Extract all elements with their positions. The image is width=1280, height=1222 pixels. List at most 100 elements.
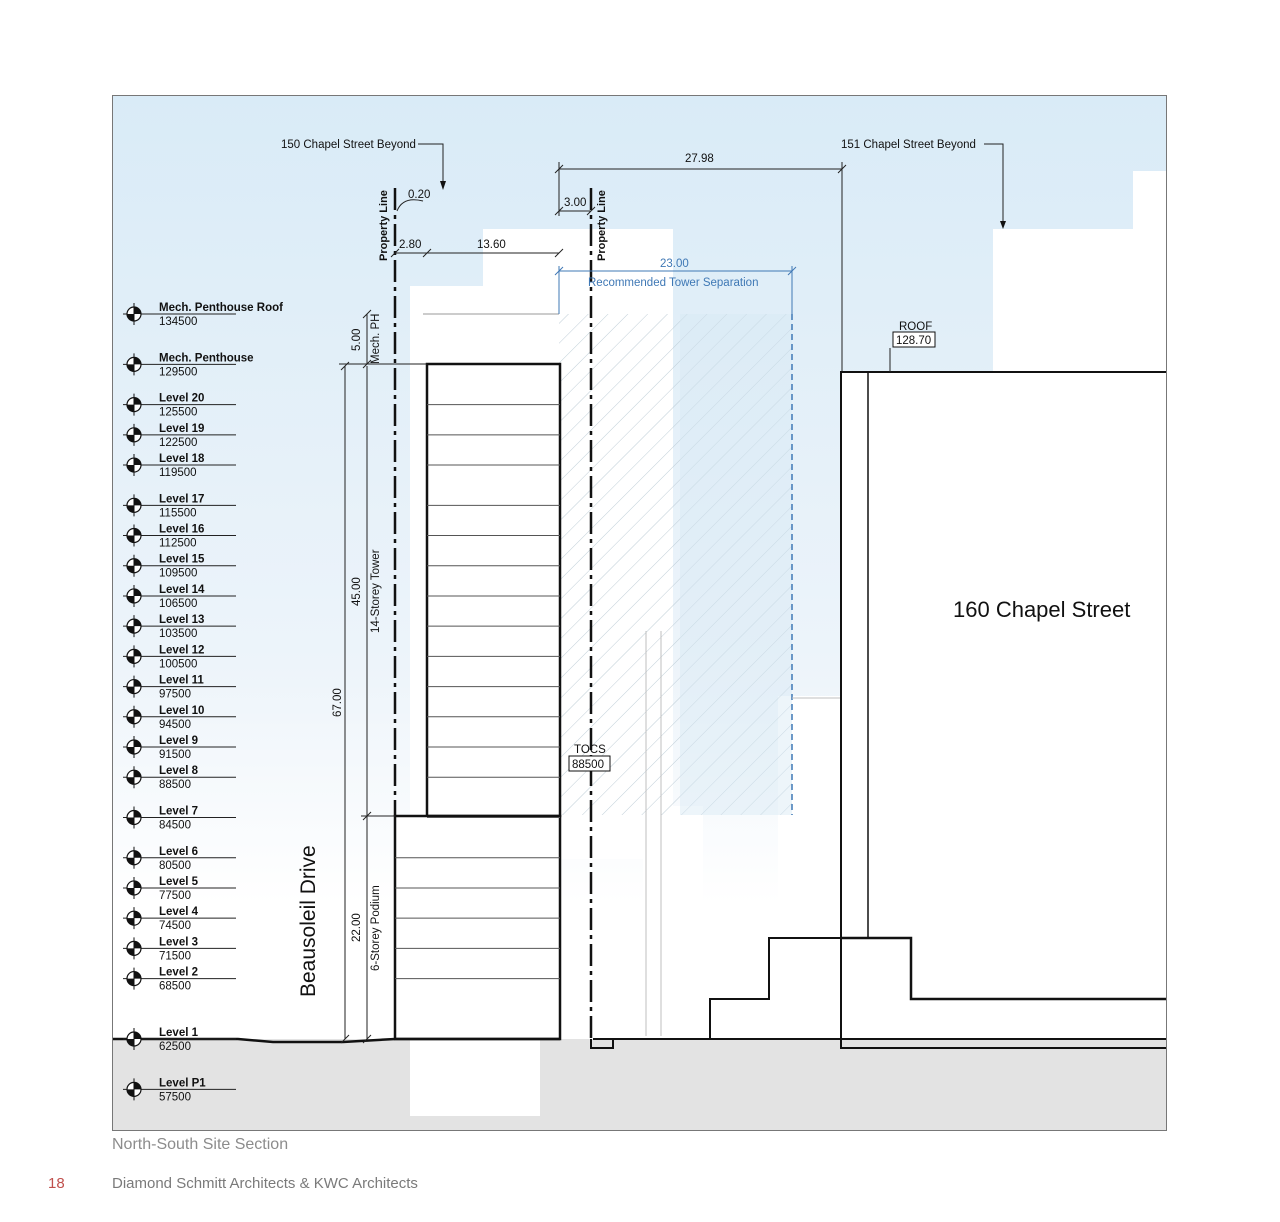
level-marker: Level 7 84500 [123,805,236,831]
tocs-tag-value: 88500 [572,759,604,771]
tocs-tag-box [568,755,611,772]
dim-tower-height: 45.00 [351,577,363,606]
level-elevation: 109500 [159,568,197,580]
level-elevation: 84500 [159,819,191,831]
east-beyond-label: 151 Chapel Street Beyond [841,139,976,151]
level-marker: Level 6 80500 [123,846,236,872]
level-name: Level 3 [159,936,198,948]
level-name: Level 1 [159,1027,199,1039]
roof-tag-label: ROOF [899,321,932,333]
dim-tower-width: 13.60 [477,239,506,251]
level-elevation: 77500 [159,890,191,902]
level-marker: Level P1 57500 [123,1077,236,1103]
level-name: Level 18 [159,453,205,465]
level-elevation: 68500 [159,981,191,993]
level-name: Level 4 [159,906,199,918]
level-elevation: 94500 [159,719,191,731]
property-lines [393,188,593,1039]
level-elevation: 115500 [159,507,197,519]
level-name: Level 12 [159,644,204,656]
level-elevation: 97500 [159,689,191,701]
roof-tag-value: 128.70 [896,335,931,347]
level-elevation: 57500 [159,1091,191,1103]
level-name: Level 10 [159,705,204,717]
footer-firm: Diamond Schmitt Architects & KWC Archite… [112,1175,418,1192]
tower-separation-zone [559,314,792,815]
subject-building [393,362,562,1041]
level-marker: Level 1 62500 [123,1027,236,1053]
level-elevation: 100500 [159,658,197,670]
level-elevation: 74500 [159,920,191,932]
tower-block [425,362,562,818]
separation-label: Recommended Tower Separation [588,277,758,289]
level-marker: Level 15 109500 [123,554,236,580]
dim-total-height: 67.00 [332,688,344,717]
level-elevation: 129500 [159,366,197,378]
level-marker: Level 8 88500 [123,765,236,791]
tocs-tag-label: TOCS [574,744,606,756]
level-elevation: 91500 [159,749,191,761]
level-marker: Level 16 112500 [123,524,236,550]
level-marker: Level 10 94500 [123,705,236,731]
level-elevation: 71500 [159,950,191,962]
level-elevation: 106500 [159,598,197,610]
figure-caption: North-South Site Section [112,1136,289,1153]
level-elevation: 112500 [159,538,197,550]
level-marker: Level 4 74500 [123,906,236,932]
level-elevation: 119500 [159,467,197,479]
ground-fill [113,1039,1166,1130]
level-elevation: 62500 [159,1041,191,1053]
dim-mech-ph-height: 5.00 [351,329,363,351]
level-marker: Mech. Penthouse Roof 134500 [123,302,283,328]
level-name: Level 20 [159,393,204,405]
level-name: Level 19 [159,423,204,435]
dim-setback-east: 3.00 [564,197,586,209]
chapel-160-label: 160 Chapel Street [953,597,1130,622]
level-elevation: 125500 [159,407,197,419]
level-name: Mech. Penthouse Roof [159,302,283,314]
dim-setback-west: 0.20 [408,189,430,201]
level-name: Level 9 [159,735,198,747]
level-elevation: 88500 [159,779,191,791]
level-marker: Level 18 119500 [123,453,236,479]
level-name: Level 13 [159,614,204,626]
level-marker: Level 11 97500 [123,675,236,701]
level-marker: Level 12 100500 [123,644,236,670]
level-name: Level 6 [159,846,198,858]
level-marker: Level 19 122500 [123,423,236,449]
level-elevation: 103500 [159,628,197,640]
level-elevation: 80500 [159,860,191,872]
level-elevation: 134500 [159,316,197,328]
page-number: 18 [48,1175,65,1192]
level-name: Level 7 [159,805,198,817]
dim-podium-offset: 2.80 [399,239,421,251]
level-marker: Level 17 115500 [123,493,236,519]
level-name: Level P1 [159,1077,206,1089]
property-line-label-east: Property Line [596,190,608,261]
dim-overall: 27.98 [685,153,714,165]
podium-label: 6-Storey Podium [370,885,382,971]
tower-label: 14-Storey Tower [370,549,382,633]
dim-podium-height: 22.00 [351,913,363,942]
level-name: Level 14 [159,584,205,596]
property-line-label-west: Property Line [378,190,390,261]
street-label: Beausoleil Drive [297,845,320,997]
level-name: Level 17 [159,493,204,505]
level-marker: Level 20 125500 [123,393,236,419]
podium-block [393,814,562,1041]
level-name: Level 8 [159,765,199,777]
level-name: Level 15 [159,554,205,566]
level-elevation: 122500 [159,437,197,449]
level-marker: Level 9 91500 [123,735,236,761]
level-marker: Level 14 106500 [123,584,236,610]
level-name: Level 16 [159,524,204,536]
roof-tag-box [892,331,936,348]
level-name: Level 11 [159,675,204,687]
level-marker: Level 3 71500 [123,936,236,962]
